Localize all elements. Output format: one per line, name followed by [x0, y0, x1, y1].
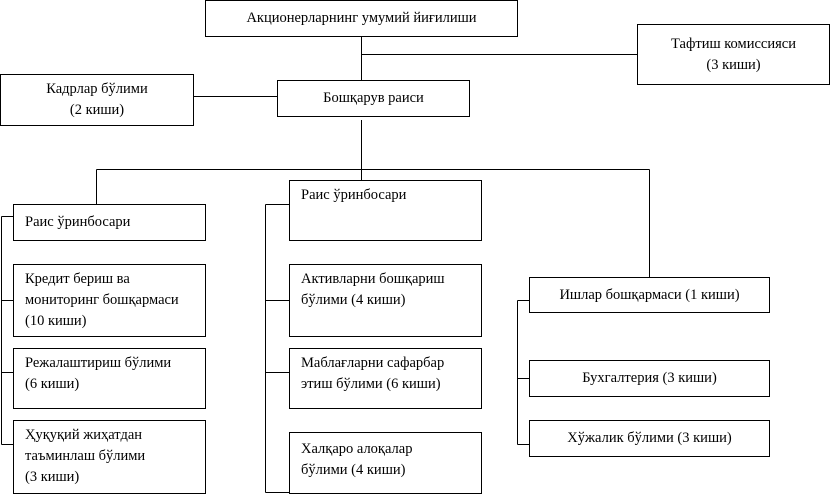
credit-monitoring-box: Кредит бериш ва мониторинг бошқармаси (1… [13, 264, 206, 337]
box-label: Раис ўринбосари [301, 187, 407, 203]
audit-commission-box: Тафтиш комиссияси (3 киши) [637, 24, 830, 85]
box-label: Маблағларни сафарбар [301, 355, 445, 371]
general-meeting-box: Акционерларнинг умумий йиғилиши [205, 0, 518, 37]
hr-department-box: Кадрлар бўлими (2 киши) [0, 74, 194, 126]
middle-spine [265, 204, 289, 493]
board-chairman-box: Бошқарув раиси [277, 80, 470, 117]
box-label: этиш бўлими (6 киши) [301, 376, 441, 392]
box-label: Бошқарув раиси [323, 90, 424, 106]
box-label: бўлими (4 киши) [301, 462, 406, 478]
box-label: Раис ўринбосари [25, 214, 131, 230]
office-management-box: Ишлар бошқармаси (1 киши) [529, 277, 770, 313]
box-count: (3 киши) [25, 469, 80, 485]
box-label: бўлими (4 киши) [301, 292, 406, 308]
asset-management-box: Активларни бошқариш бўлими (4 киши) [289, 264, 482, 337]
box-label: мониторинг бошқармаси [25, 292, 179, 308]
box-label: Ишлар бошқармаси (1 киши) [559, 286, 740, 303]
deputy-chairman-2-box: Раис ўринбосари [289, 180, 482, 241]
box-count: (3 киши) [706, 56, 761, 73]
right-spine [517, 300, 529, 445]
box-label: Халқаро алоқалар [301, 441, 413, 457]
box-label: Режалаштириш бўлими [25, 355, 172, 371]
planning-box: Режалаштириш бўлими (6 киши) [13, 348, 206, 409]
box-label: таъминлаш бўлими [25, 448, 146, 464]
box-count: (2 киши) [69, 102, 125, 118]
international-box: Халқаро алоқалар бўлими (4 киши) [289, 432, 482, 494]
funds-mobilization-box: Маблағларни сафарбар этиш бўлими (6 киши… [289, 348, 482, 409]
accounting-box: Бухгалтерия (3 киши) [529, 360, 770, 397]
box-label: Активларни бошқариш [301, 271, 445, 287]
box-label: Бухгалтерия (3 киши) [582, 370, 717, 386]
left-spine [1, 216, 13, 445]
household-box: Хўжалик бўлими (3 киши) [529, 420, 770, 457]
deputy-chairman-1-box: Раис ўринбосари [13, 204, 206, 241]
box-label: Тафтиш комиссияси [671, 35, 796, 52]
box-label: Кадрлар бўлими [46, 81, 148, 97]
box-label: Акционерларнинг умумий йиғилиши [246, 10, 477, 26]
legal-box: Ҳуқуқий жиҳатдан таъминлаш бўлими (3 киш… [13, 420, 206, 494]
box-label: Ҳуқуқий жиҳатдан [25, 427, 143, 443]
box-label: Кредит бериш ва [25, 271, 130, 287]
box-count: (6 киши) [25, 376, 80, 392]
box-count: (10 киши) [25, 313, 87, 329]
box-label: Хўжалик бўлими (3 киши) [567, 430, 732, 446]
